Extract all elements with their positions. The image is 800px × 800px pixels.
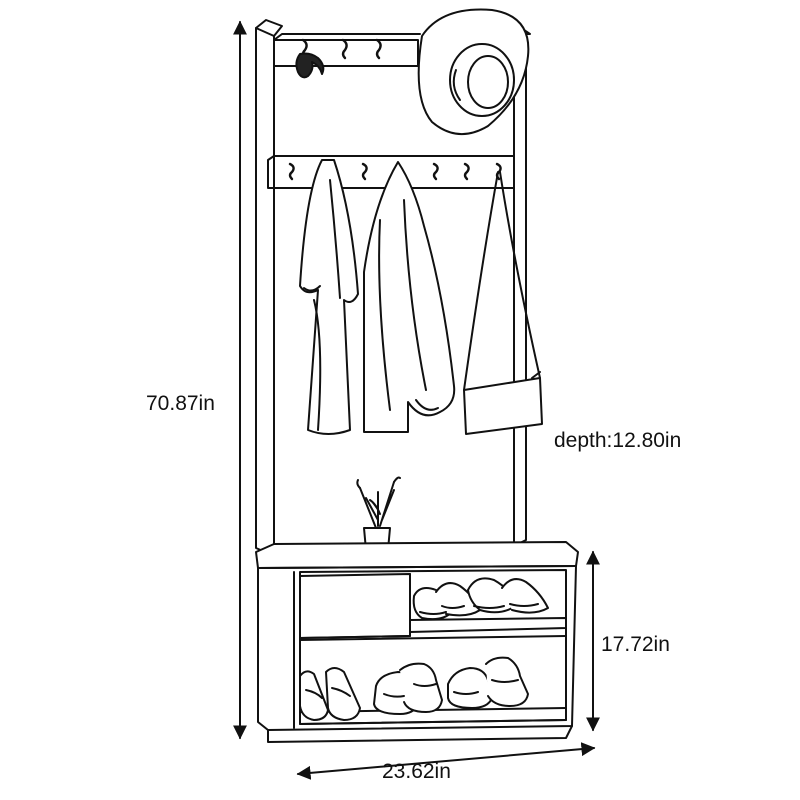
scarf-knot <box>295 52 325 79</box>
sneakers-left <box>299 667 361 721</box>
hook-icon <box>288 162 295 181</box>
width-dimension-line <box>296 742 596 780</box>
left-post <box>255 19 283 557</box>
hanging-bag <box>463 171 543 435</box>
width-label: 23.62in <box>382 760 451 783</box>
hook-icon <box>361 162 368 181</box>
height-label: 70.87in <box>146 392 215 415</box>
bench-top <box>255 541 579 569</box>
right-post <box>513 29 531 547</box>
drawer <box>299 573 411 639</box>
hook-icon <box>463 162 470 181</box>
hook-icon <box>341 38 348 60</box>
sneakers-middle <box>373 662 443 715</box>
slippers <box>412 577 549 621</box>
hook-icon <box>432 162 439 181</box>
hanging-jacket <box>363 161 456 433</box>
sneakers-right <box>447 656 529 709</box>
bench-height-label: 17.72in <box>601 633 670 656</box>
depth-label: depth:12.80in <box>554 429 682 452</box>
hanging-shirt <box>299 159 359 435</box>
hook-icon <box>375 38 382 60</box>
middle-hook-rail <box>267 155 515 189</box>
potted-plant <box>356 476 401 551</box>
sun-hat <box>417 8 530 136</box>
